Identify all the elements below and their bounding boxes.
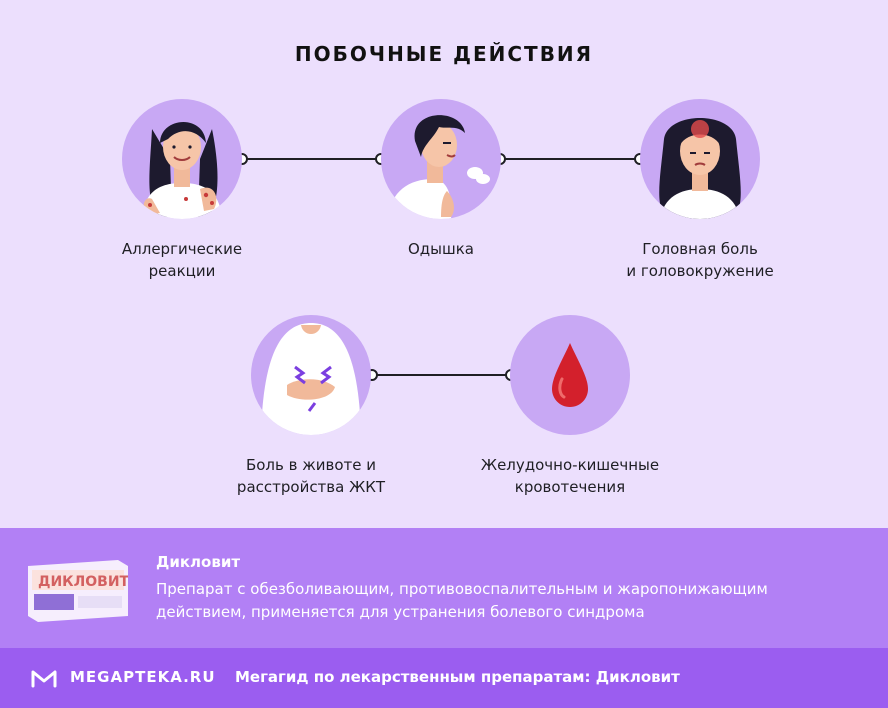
effect-label-line: расстройства ЖКТ	[236, 478, 386, 496]
effect-label-line: кровотечения	[514, 478, 626, 496]
effect-label-line: Желудочно-кишечные	[480, 456, 660, 474]
effect-label-line: реакции	[148, 262, 216, 280]
effect-label-allergy: Аллергические реакции	[72, 238, 292, 282]
stomach-pain-man-illustration	[251, 315, 371, 435]
connector-line-1	[242, 158, 381, 160]
megapteka-logo-text[interactable]: MEGAPTEKA.RU	[70, 668, 216, 686]
product-description-line: действием, применяется для устранения бо…	[156, 603, 645, 621]
side-effects-section	[0, 0, 888, 528]
footer-caption: Мегагид по лекарственным препаратам: Дик…	[235, 668, 680, 686]
effect-label-breath: Одышка	[331, 238, 551, 260]
product-box-label: ДИКЛОВИТ	[38, 574, 128, 590]
blood-drop-illustration	[510, 315, 630, 435]
connector-line-2	[500, 158, 640, 160]
effect-label-line: Головная боль	[642, 240, 758, 258]
effect-label-line: Аллергические	[121, 240, 243, 258]
blood-drop-icon	[552, 343, 588, 407]
effect-label-line: Одышка	[408, 240, 474, 258]
footer-band	[0, 648, 888, 708]
shortness-of-breath-man-illustration	[381, 99, 501, 219]
connector-line-3	[372, 374, 511, 376]
effect-label-line: Боль в животе и	[245, 456, 377, 474]
effect-label-bleeding: Желудочно-кишечные кровотечения	[460, 454, 680, 498]
effect-label-line: и головокружение	[626, 262, 774, 280]
effect-label-headache: Головная боль и головокружение	[590, 238, 810, 282]
page-title: ПОБОЧНЫЕ ДЕЙСТВИЯ	[294, 42, 594, 66]
product-box-image: ДИКЛОВИТ	[28, 560, 128, 622]
allergy-woman-illustration	[122, 99, 242, 219]
product-description: Препарат с обезболивающим, противовоспал…	[156, 578, 856, 624]
product-name: Дикловит	[156, 553, 241, 571]
product-band: ДИКЛОВИТ	[0, 528, 888, 648]
effect-label-stomach: Боль в животе и расстройства ЖКТ	[201, 454, 421, 498]
megapteka-logo-icon	[31, 670, 57, 688]
headache-woman-illustration	[640, 99, 760, 219]
product-description-line: Препарат с обезболивающим, противовоспал…	[156, 580, 768, 598]
